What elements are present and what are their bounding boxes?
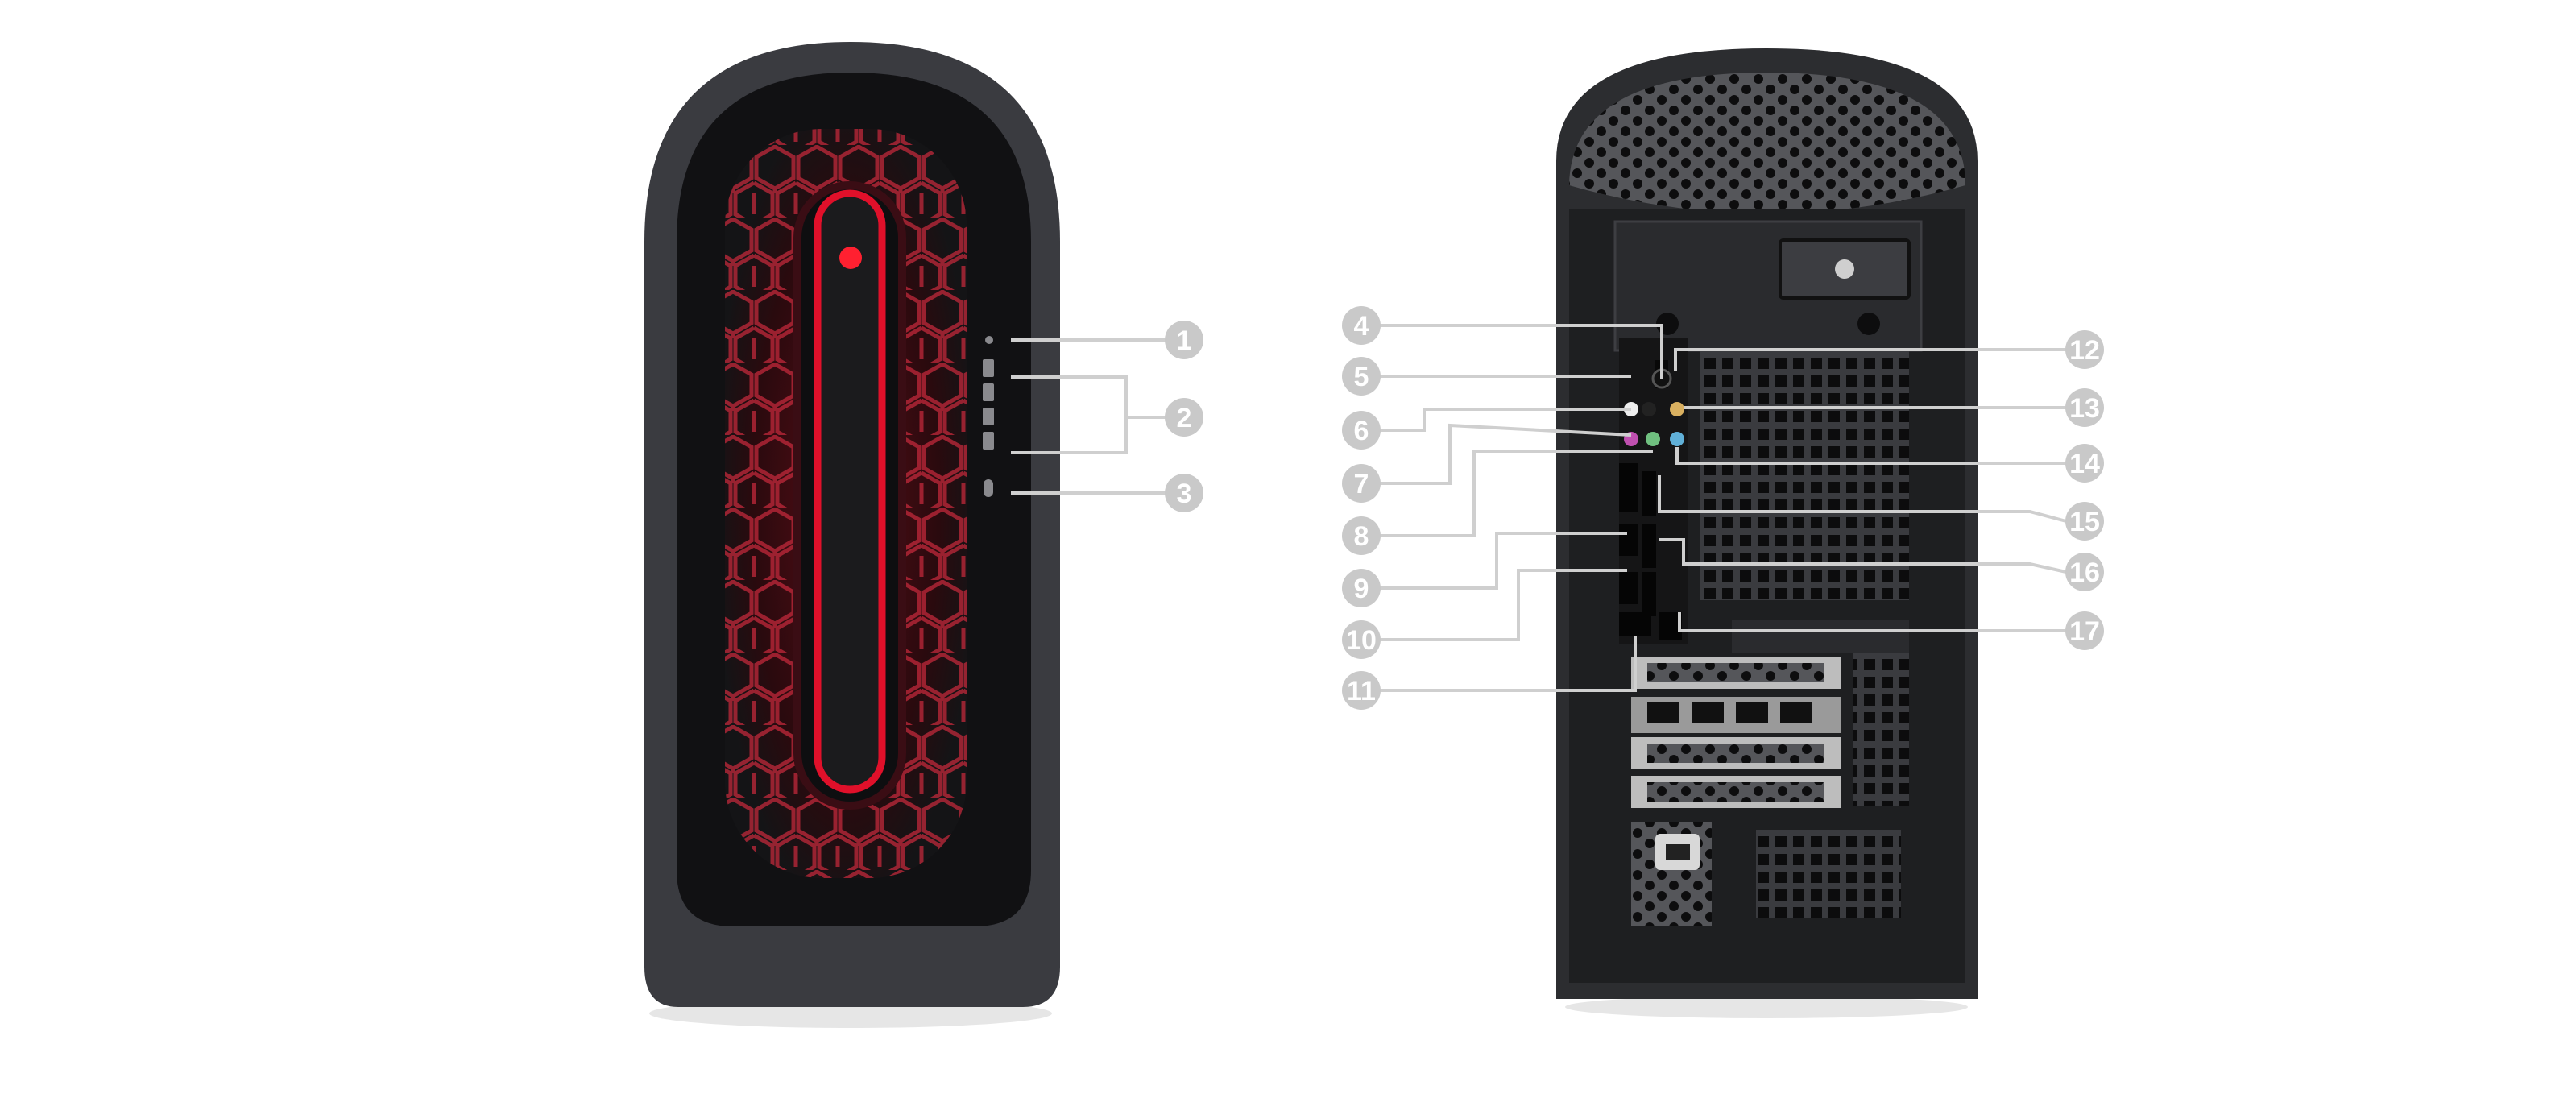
- alienware-logo-icon: [839, 247, 862, 269]
- svg-text:6: 6: [1354, 416, 1369, 446]
- callout-7: 7: [1342, 464, 1381, 503]
- callout-2: 2: [1165, 398, 1203, 437]
- rear-tower: [1556, 48, 1978, 1018]
- svg-text:16: 16: [2069, 557, 2100, 588]
- svg-text:12: 12: [2069, 335, 2100, 366]
- svg-text:1: 1: [1177, 325, 1192, 356]
- front-io-panel: [983, 336, 994, 497]
- callout-3: 3: [1165, 474, 1203, 512]
- callout-5: 5: [1342, 357, 1381, 396]
- expansion-slots: [1631, 653, 1909, 808]
- svg-text:10: 10: [1346, 625, 1377, 656]
- callout-8: 8: [1342, 516, 1381, 555]
- callout-6: 6: [1342, 411, 1381, 450]
- power-supply: [1631, 822, 1901, 926]
- svg-text:13: 13: [2069, 393, 2100, 424]
- svg-text:8: 8: [1354, 521, 1369, 552]
- svg-text:2: 2: [1177, 403, 1192, 433]
- svg-text:4: 4: [1354, 311, 1369, 342]
- front-tower: [644, 42, 1060, 1028]
- rear-io-panel: [1619, 338, 1688, 644]
- light-bar: [814, 189, 886, 794]
- svg-text:15: 15: [2069, 507, 2100, 537]
- callout-11: 11: [1342, 671, 1381, 710]
- svg-text:3: 3: [1177, 479, 1192, 509]
- callout-17: 17: [2065, 611, 2104, 650]
- svg-text:9: 9: [1354, 574, 1369, 604]
- svg-text:11: 11: [1347, 676, 1376, 707]
- svg-text:7: 7: [1354, 469, 1369, 499]
- callout-10: 10: [1342, 620, 1381, 659]
- callout-12: 12: [2065, 330, 2104, 369]
- front-callouts: 1 2 3: [1011, 321, 1203, 512]
- callout-1: 1: [1165, 321, 1203, 359]
- callout-4: 4: [1342, 306, 1381, 345]
- svg-text:17: 17: [2069, 616, 2100, 647]
- callout-9: 9: [1342, 569, 1381, 607]
- callout-15: 15: [2065, 502, 2104, 541]
- callout-16: 16: [2065, 553, 2104, 591]
- svg-text:5: 5: [1354, 362, 1369, 392]
- svg-text:14: 14: [2069, 449, 2100, 479]
- rear-fan-vent: [1700, 350, 1909, 600]
- callout-13: 13: [2065, 388, 2104, 427]
- rear-callouts: 4 5 6 7 8 9 10 11 12 13 14 15 16 17: [1342, 306, 2104, 710]
- callout-14: 14: [2065, 444, 2104, 483]
